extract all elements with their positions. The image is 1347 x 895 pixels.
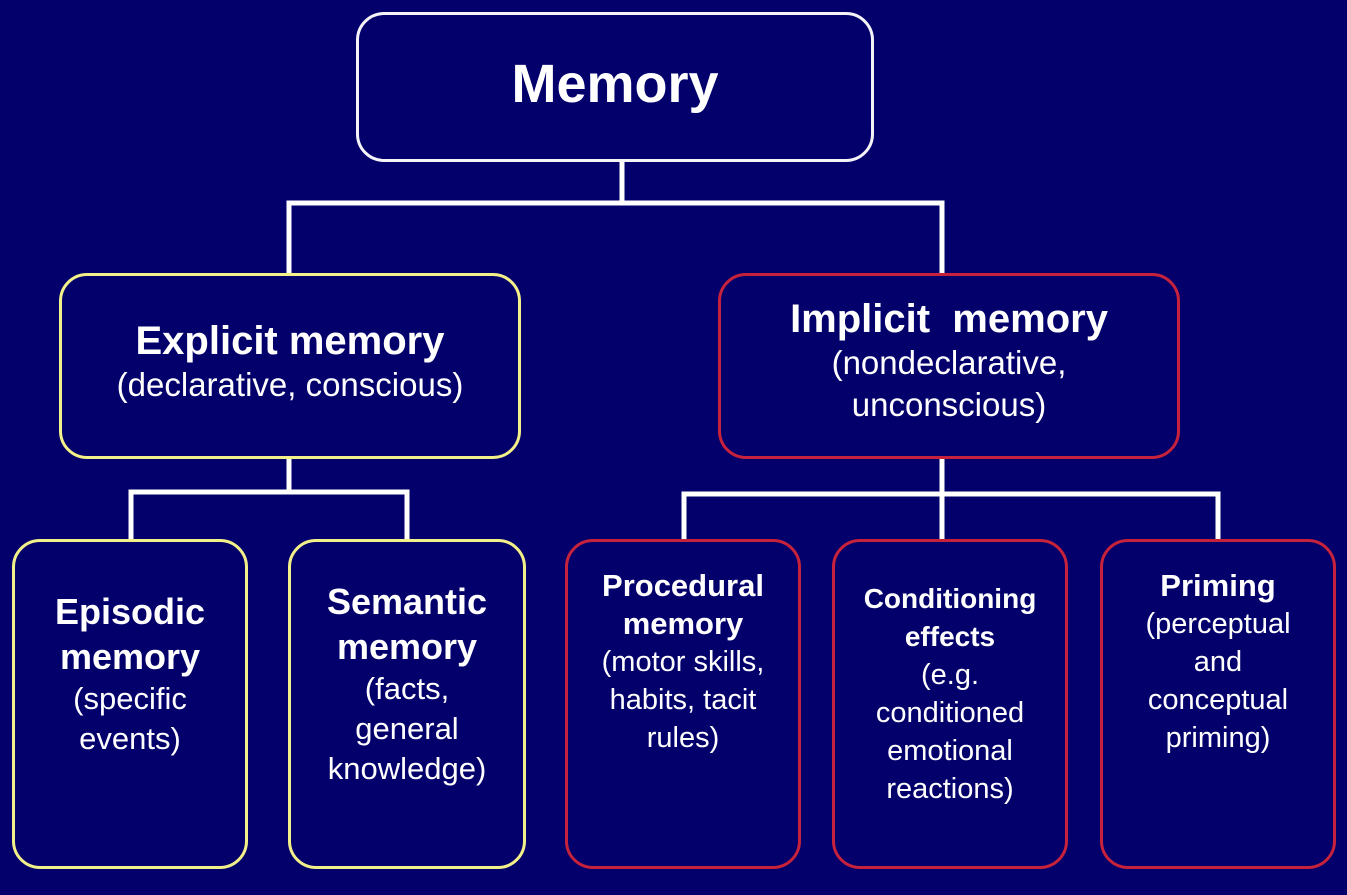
node-memory: Memory [356, 12, 874, 162]
node-implicit-title: Implicit memory [790, 297, 1108, 341]
node-priming: Priming (perceptual and conceptual primi… [1100, 539, 1336, 869]
node-conditioning-subtitle-line-3: emotional [887, 735, 1013, 767]
node-episodic-title-line-2: memory [59, 636, 201, 677]
node-procedural-memory: Procedural memory (motor skills, habits,… [565, 539, 801, 869]
node-semantic-title-line-2: memory [336, 626, 478, 667]
node-semantic-memory: Semantic memory (facts, general knowledg… [288, 539, 526, 869]
node-semantic-title-line-1: Semantic [326, 581, 488, 622]
node-implicit-memory: Implicit memory (nondeclarative, unconsc… [718, 273, 1180, 459]
node-explicit-title: Explicit memory [135, 319, 445, 363]
node-explicit-memory: Explicit memory (declarative, conscious) [59, 273, 521, 459]
node-priming-subtitle-line-1: (perceptual [1145, 608, 1291, 640]
node-implicit-subtitle-line-2: unconscious) [851, 386, 1047, 423]
node-conditioning-subtitle-line-2: conditioned [875, 697, 1025, 729]
node-procedural-subtitle-line-3: rules) [646, 722, 720, 754]
node-priming-subtitle-line-4: priming) [1165, 722, 1271, 754]
node-memory-title: Memory [511, 54, 719, 114]
node-episodic-subtitle-line-1: (specific [73, 681, 187, 716]
node-episodic-memory: Episodic memory (specific events) [12, 539, 248, 869]
node-conditioning-subtitle-line-1: (e.g. [920, 659, 980, 691]
node-explicit-subtitle: (declarative, conscious) [116, 366, 464, 403]
node-semantic-subtitle-line-2: general [355, 711, 459, 746]
node-episodic-title-line-1: Episodic [54, 591, 206, 632]
node-priming-subtitle-line-3: conceptual [1147, 684, 1289, 716]
node-procedural-title-line-2: memory [622, 606, 744, 641]
node-procedural-subtitle-line-1: (motor skills, [601, 646, 765, 678]
node-priming-subtitle-line-2: and [1193, 646, 1243, 678]
node-procedural-subtitle-line-2: habits, tacit [609, 684, 757, 716]
node-semantic-subtitle-line-3: knowledge) [327, 751, 487, 786]
node-implicit-subtitle-line-1: (nondeclarative, [831, 344, 1067, 381]
node-episodic-subtitle-line-2: events) [79, 721, 181, 756]
node-conditioning-subtitle-line-4: reactions) [886, 773, 1014, 805]
node-procedural-title-line-1: Procedural [602, 568, 764, 603]
node-conditioning-title-line-1: Conditioning [863, 583, 1037, 614]
node-priming-title: Priming [1160, 568, 1276, 603]
node-conditioning-title-line-2: effects [904, 621, 996, 652]
node-semantic-subtitle-line-1: (facts, [364, 671, 450, 706]
node-conditioning-effects: Conditioning effects (e.g. conditioned e… [832, 539, 1068, 869]
